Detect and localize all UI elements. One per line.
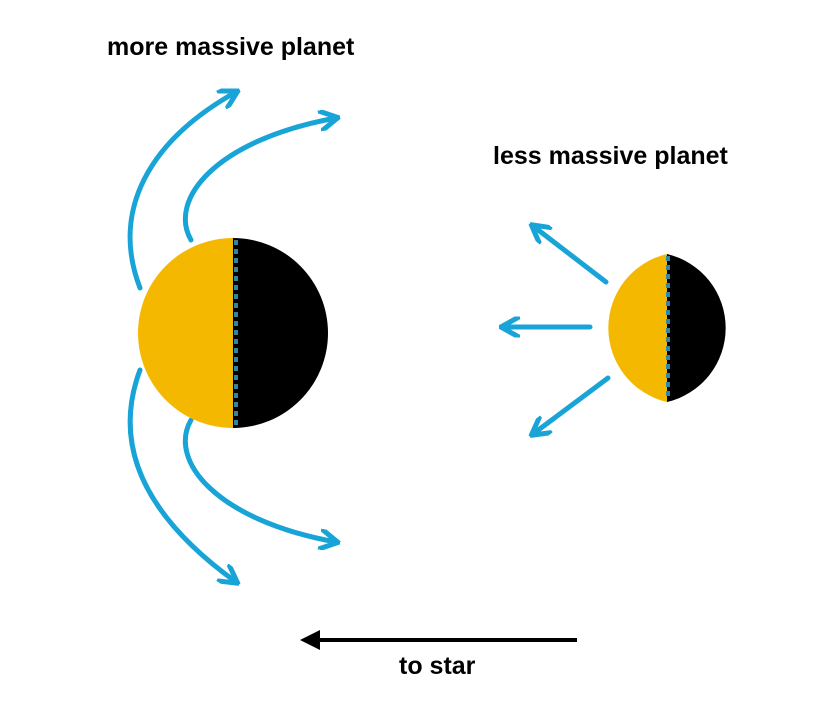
less-massive-planet-night-side (667, 254, 726, 402)
more-massive-flow-arrows (127, 92, 336, 582)
more-massive-planet-label: more massive planet (107, 33, 355, 61)
flow-arrow-upper-outer (127, 92, 236, 291)
flow-arrow-lower-outer (127, 367, 236, 582)
flow-arrow-up-left (533, 226, 609, 285)
to-star-label: to star (399, 652, 476, 680)
less-massive-flow-arrows (503, 226, 611, 434)
flow-arrow-lower-inner (182, 417, 336, 542)
flow-arrow-down-left (533, 375, 611, 434)
more-massive-planet-night-side (233, 238, 328, 428)
more-massive-planet (138, 238, 328, 428)
less-massive-planet-day-side (608, 254, 667, 402)
less-massive-planet (608, 254, 726, 402)
less-massive-planet-label: less massive planet (493, 142, 729, 170)
flow-arrow-upper-inner (182, 118, 336, 243)
more-massive-planet-day-side (138, 238, 233, 428)
